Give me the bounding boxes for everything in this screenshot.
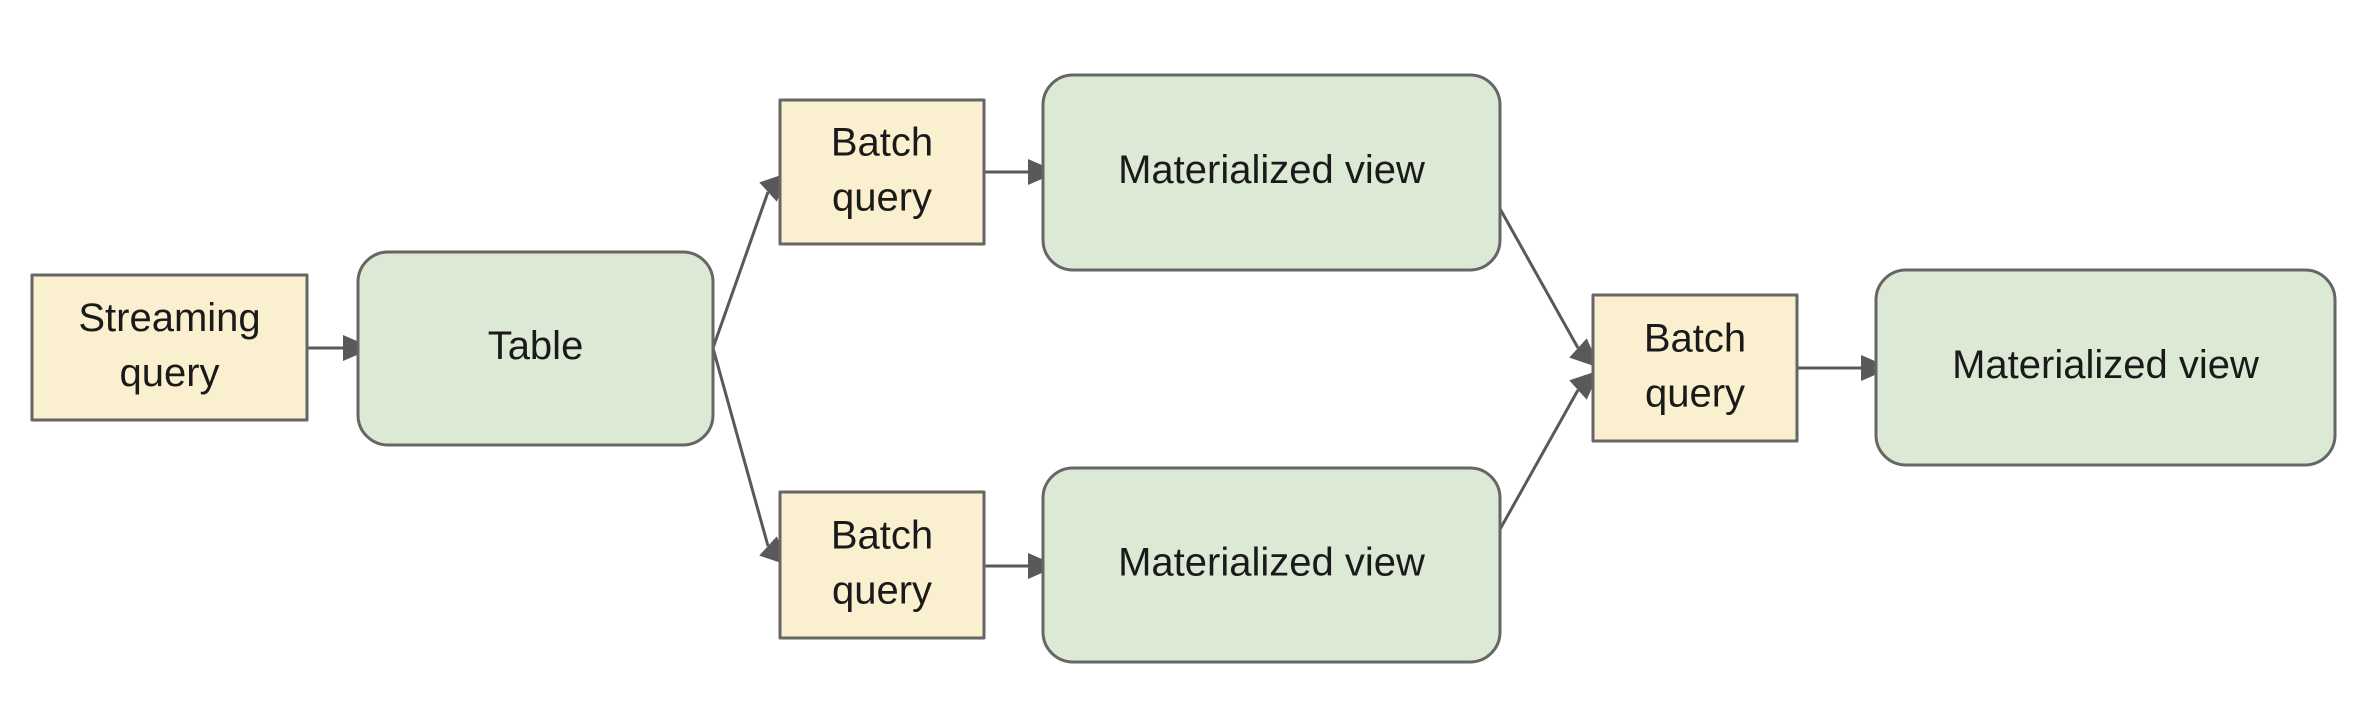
edge-table-to-batch-bottom-line <box>711 347 770 547</box>
node-materialized-view-bottom-label: Materialized view <box>1118 541 1425 585</box>
node-streaming-query[interactable]: Streaming query <box>30 273 309 422</box>
node-materialized-view-final-shape[interactable] <box>1874 268 2337 467</box>
node-batch-query-merge-shape[interactable] <box>1591 293 1799 443</box>
node-streaming-query-label-line1: Streaming <box>78 296 260 340</box>
node-batch-query-bottom-shape[interactable] <box>778 490 986 640</box>
node-materialized-view-top-shape[interactable] <box>1041 73 1502 272</box>
edge-view-top-to-merge-line <box>1492 197 1580 349</box>
node-streaming-query-shape[interactable] <box>30 273 309 422</box>
node-materialized-view-final[interactable]: Materialized view <box>1874 268 2337 467</box>
node-batch-query-top[interactable]: Batch query <box>778 98 986 246</box>
node-batch-query-top-label-line1: Batch <box>831 121 933 165</box>
edge-table-to-batch-top <box>711 172 790 349</box>
edge-table-to-batch-top-line <box>711 191 770 349</box>
node-materialized-view-final-label: Materialized view <box>1952 343 2259 387</box>
node-batch-query-merge[interactable]: Batch query <box>1591 293 1799 443</box>
node-materialized-view-top-label: Materialized view <box>1118 148 1425 192</box>
node-materialized-view-bottom-shape[interactable] <box>1041 466 1502 664</box>
node-streaming-query-label-line2: query <box>119 351 219 395</box>
edge-view-bottom-to-merge <box>1492 370 1600 541</box>
node-batch-query-merge-label-line2: query <box>1645 372 1745 416</box>
node-materialized-view-top[interactable]: Materialized view <box>1041 73 1502 272</box>
node-table-label: Table <box>488 324 584 368</box>
node-batch-query-top-label-line2: query <box>832 176 932 220</box>
node-batch-query-bottom-label-line1: Batch <box>831 514 933 558</box>
edge-view-top-to-merge <box>1492 197 1600 368</box>
node-batch-query-bottom-label-line2: query <box>832 569 932 613</box>
node-batch-query-bottom[interactable]: Batch query <box>778 490 986 640</box>
node-materialized-view-bottom[interactable]: Materialized view <box>1041 466 1502 664</box>
node-batch-query-top-shape[interactable] <box>778 98 986 246</box>
node-batch-query-merge-label-line1: Batch <box>1644 317 1746 361</box>
edge-view-bottom-to-merge-line <box>1492 389 1580 541</box>
node-table[interactable]: Table <box>356 250 715 447</box>
edge-table-to-batch-bottom <box>711 347 790 566</box>
node-layer: StreamingqueryTableBatchqueryMaterialize… <box>30 73 2337 664</box>
node-table-shape[interactable] <box>356 250 715 447</box>
